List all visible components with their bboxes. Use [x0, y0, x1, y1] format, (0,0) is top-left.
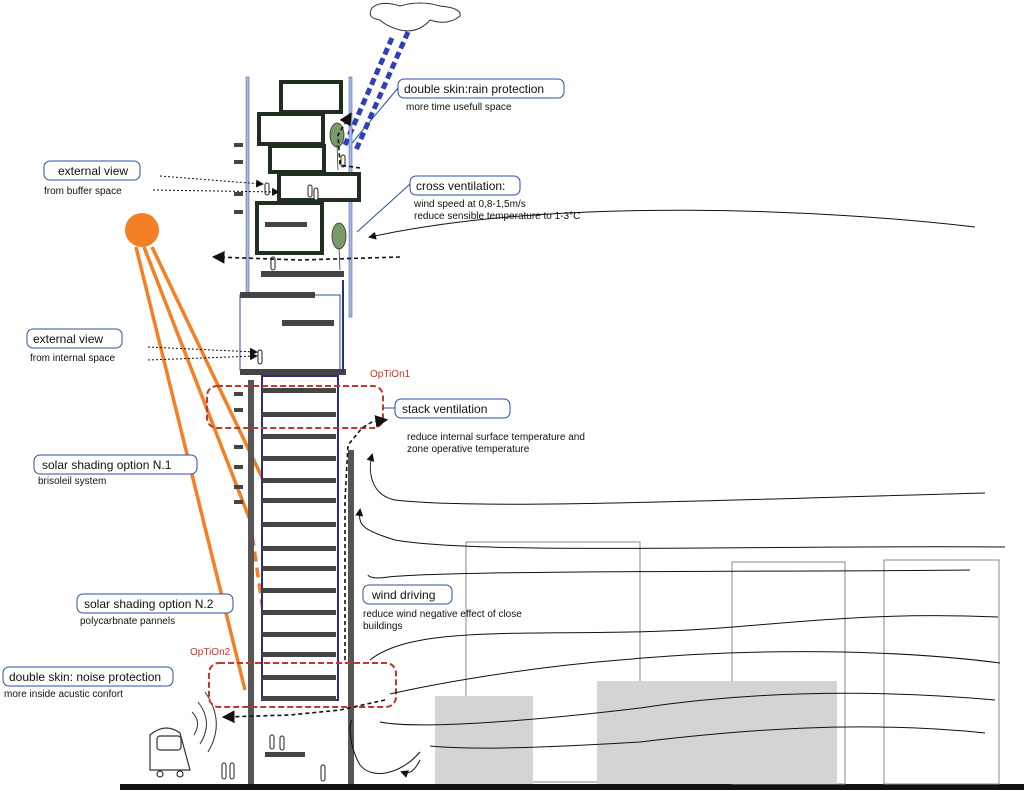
- stack-ventilation-title: stack ventilation: [402, 402, 487, 416]
- option1-label: OpTiOn1: [370, 369, 411, 380]
- callout-solar-shading-2: solar shading option N.2 polycarbnate pa…: [76, 593, 234, 627]
- callout-stack-ventilation: stack ventilation reduce internal surfac…: [394, 398, 585, 455]
- wind-driving-line1: reduce wind negative effect of close: [363, 609, 522, 620]
- noise-protection-subtitle: more inside acustic confort: [4, 689, 123, 700]
- solar-shading-2-subtitle: polycarbnate pannels: [80, 616, 175, 627]
- rain-protection-title: double skin:rain protection: [404, 82, 544, 96]
- cloud-icon: [369, 2, 461, 32]
- rain-protection-subtitle: more time usefull space: [406, 102, 512, 113]
- callout-external-view-internal: external view from internal space: [26, 328, 123, 364]
- wind-driving-title: wind driving: [371, 588, 435, 602]
- stack-ventilation-line1: reduce internal surface temperature and: [407, 432, 585, 443]
- buffer-view-subtitle: from buffer space: [44, 186, 122, 197]
- option2-zone: [208, 662, 397, 708]
- wind-lines: [349, 209, 1006, 778]
- internal-view-title: external view: [33, 332, 103, 346]
- callout-external-view-buffer: external view from buffer space: [43, 160, 141, 197]
- cross-ventilation-line1: wind speed at 0,8-1,5m/s: [413, 199, 526, 210]
- callout-rain-protection: double skin:rain protection more time us…: [397, 78, 565, 113]
- callout-wind-driving: wind driving reduce wind negative effect…: [362, 584, 522, 632]
- option1-zone: [206, 385, 384, 429]
- noise-waves: [191, 691, 217, 753]
- callout-cross-ventilation: cross ventilation: wind speed at 0,8-1,5…: [409, 175, 580, 222]
- tree-icon-upper: [329, 122, 345, 171]
- callout-connectors: [351, 87, 411, 409]
- option2-label: OpTiOn2: [190, 647, 231, 658]
- noise-protection-title: double skin: noise protection: [9, 670, 161, 684]
- callout-noise-protection: double skin: noise protection more insid…: [2, 666, 174, 700]
- stacked-modules: [255, 80, 361, 255]
- bus-icon: [149, 727, 191, 778]
- leader-lines: [147, 175, 280, 361]
- sun-icon: [125, 213, 159, 247]
- foreground-buildings: [435, 681, 837, 784]
- solar-shading-2-title: solar shading option N.2: [84, 597, 214, 611]
- air-flow-arrows: [211, 112, 401, 724]
- people-icons: [221, 154, 346, 782]
- wind-driving-line2: buildings: [363, 621, 402, 632]
- module-slab: [265, 222, 307, 227]
- lower-tower: [234, 375, 354, 784]
- stack-ventilation-line2: zone operative temperature: [407, 444, 530, 455]
- middle-volume: [239, 280, 346, 375]
- cross-ventilation-title: cross ventilation:: [416, 179, 505, 193]
- terrace-slab: [261, 271, 344, 277]
- ground-line: [120, 784, 1024, 790]
- cross-ventilation-line2: reduce sensible temperature to 1-3°C: [414, 211, 580, 222]
- solar-shading-1-title: solar shading option N.1: [42, 458, 172, 472]
- rain-line-b: [342, 36, 395, 147]
- solar-shading-1-subtitle: brisoleil system: [38, 476, 106, 487]
- callout-solar-shading-1: solar shading option N.1 brisoleil syste…: [33, 454, 198, 487]
- buffer-view-title: external view: [58, 164, 128, 178]
- tree-icon-lower: [331, 222, 347, 271]
- internal-view-subtitle: from internal space: [30, 353, 115, 364]
